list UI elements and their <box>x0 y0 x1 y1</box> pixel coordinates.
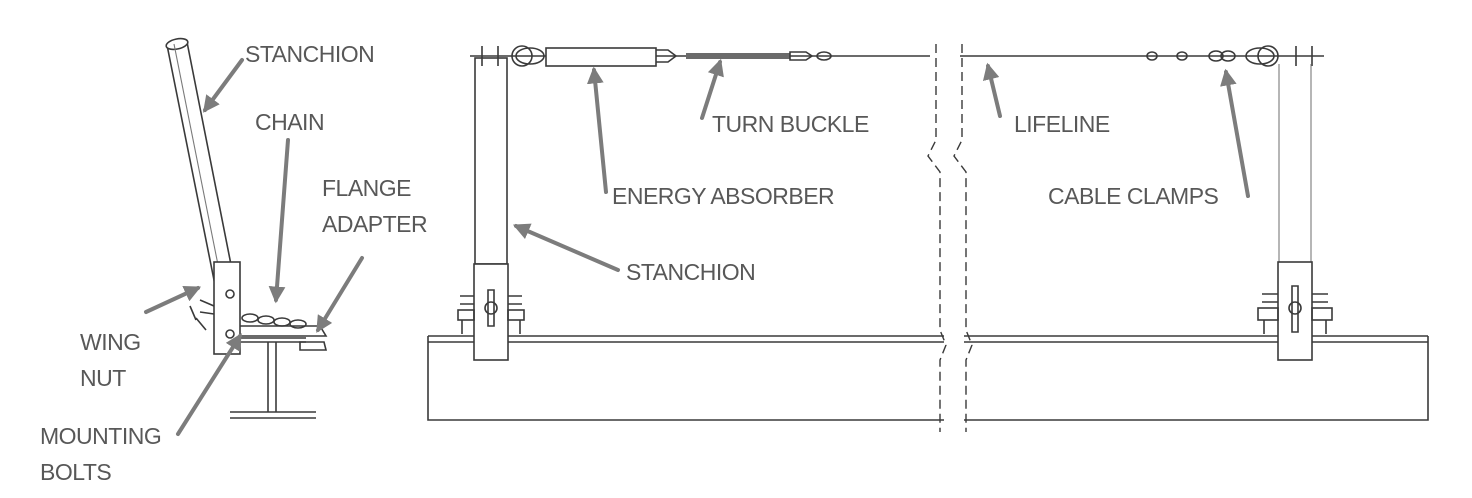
label-lifeline: LIFELINE <box>1014 111 1110 137</box>
i-beam <box>230 337 316 419</box>
label-bolts: BOLTS <box>40 459 111 485</box>
label-turn-buckle: TURN BUCKLE <box>712 111 869 137</box>
turn-buckle <box>686 51 832 61</box>
chain-assembly <box>240 313 328 351</box>
arrow-wing-nut <box>144 286 202 314</box>
arrow-lifeline <box>982 62 1002 118</box>
arrow-turn-buckle <box>700 58 724 120</box>
callout-arrows <box>144 58 1250 436</box>
label-cable-clamps: CABLE CLAMPS <box>1048 183 1219 209</box>
arrow-stanchion-left <box>203 58 244 113</box>
label-adapter: ADAPTER <box>322 211 427 237</box>
cable-clamps <box>1146 50 1236 62</box>
label-mounting: MOUNTING <box>40 423 161 449</box>
label-energy-absorber: ENERGY ABSORBER <box>612 183 834 209</box>
break-lines <box>927 44 973 432</box>
arrow-mounting-bolts <box>176 333 242 436</box>
left-detail-view <box>165 37 328 419</box>
label-chain: CHAIN <box>255 109 324 135</box>
labels: STANCHION CHAIN FLANGE ADAPTER WING NUT … <box>40 41 1219 485</box>
label-stanchion-left: STANCHION <box>245 41 374 67</box>
label-stanchion-main: STANCHION <box>626 259 755 285</box>
arrow-cable-clamps <box>1220 68 1250 198</box>
tilted-stanchion <box>165 37 237 291</box>
girder <box>427 335 1429 421</box>
right-stanchion <box>1257 64 1333 361</box>
energy-absorber <box>545 47 678 67</box>
arrow-stanchion-main <box>512 223 620 272</box>
arrow-energy-absorber <box>586 66 608 194</box>
left-stanchion <box>457 57 525 361</box>
main-system-view <box>427 44 1429 432</box>
label-nut: NUT <box>80 365 126 391</box>
label-wing: WING <box>80 329 141 355</box>
mounting-bracket <box>189 261 241 355</box>
label-flange: FLANGE <box>322 175 411 201</box>
arrow-chain <box>268 138 290 304</box>
arrow-flange-adapter <box>316 256 364 333</box>
